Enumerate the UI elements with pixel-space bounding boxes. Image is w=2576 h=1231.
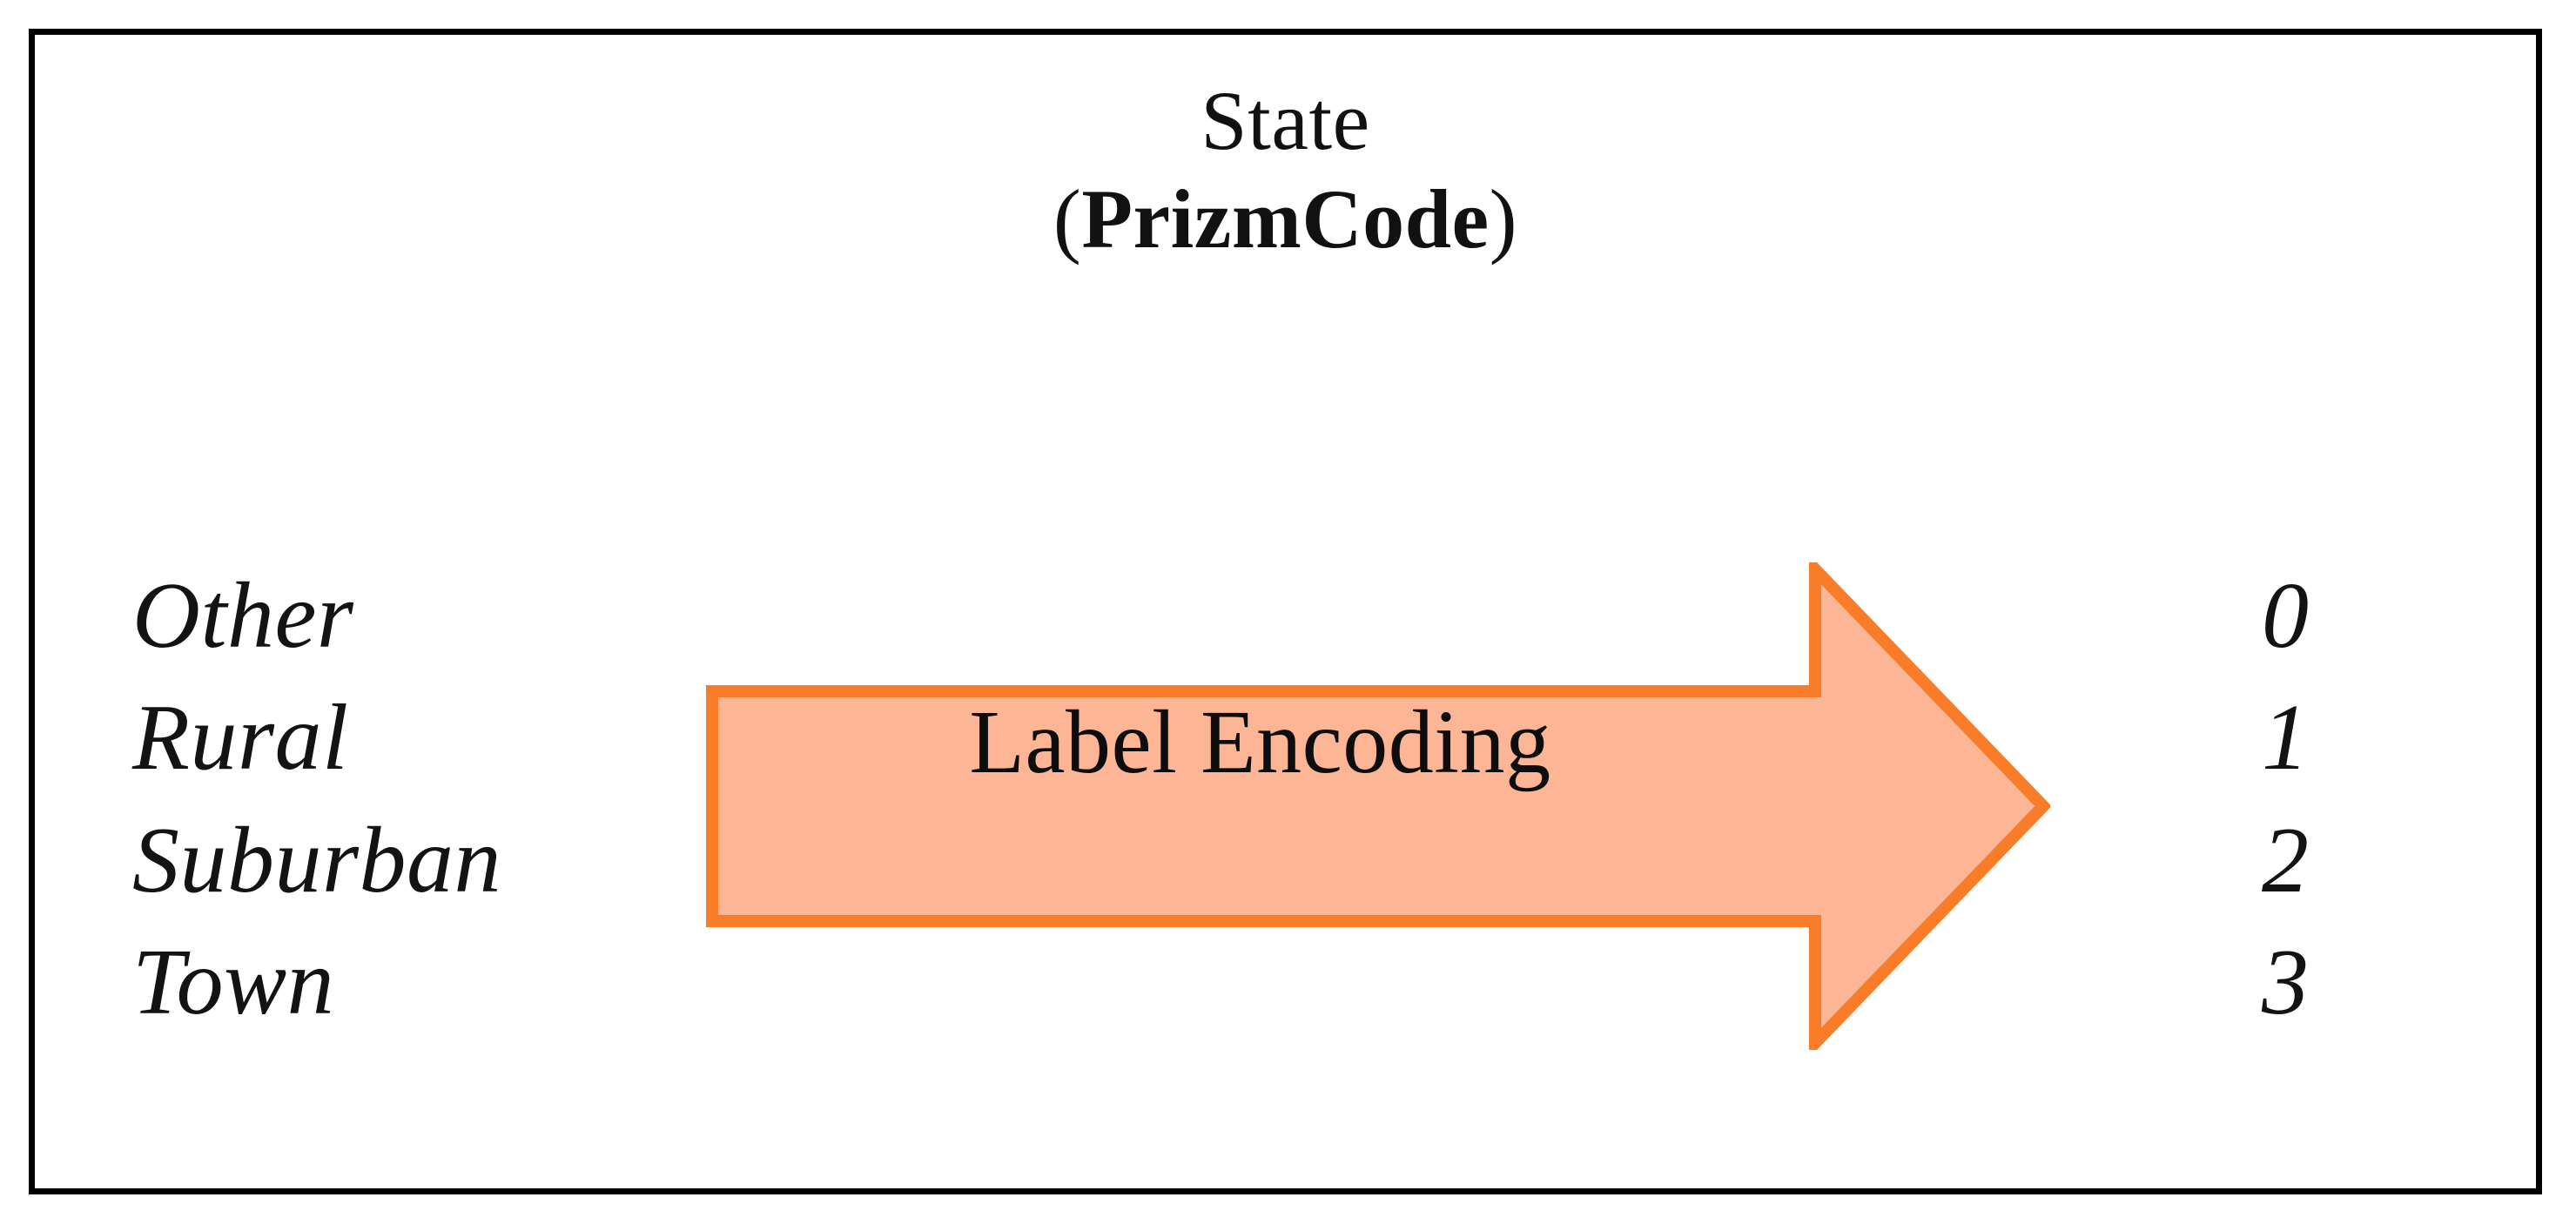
figure-frame: State (PrizmCode) Other Rural Suburban T… bbox=[29, 29, 2542, 1194]
title-paren-open: ( bbox=[1053, 172, 1082, 266]
title-column-name: PrizmCode bbox=[1081, 172, 1490, 266]
arrow-label: Label Encoding bbox=[969, 691, 1551, 792]
title-primary: State bbox=[1201, 74, 1370, 167]
list-item: Rural bbox=[132, 686, 349, 790]
list-item: 1 bbox=[2262, 686, 2309, 790]
list-item: Town bbox=[132, 931, 335, 1035]
encoded-value-list: 0 1 2 3 bbox=[2185, 555, 2385, 1045]
title-paren-close: ) bbox=[1489, 172, 1518, 266]
arrow-shape bbox=[706, 562, 2050, 1050]
list-item: 0 bbox=[2262, 564, 2309, 668]
list-item: Other bbox=[132, 564, 354, 668]
right-arrow-icon bbox=[706, 562, 2050, 1050]
title-secondary: (PrizmCode) bbox=[35, 170, 2536, 268]
list-item: 2 bbox=[2262, 808, 2309, 912]
source-value-list: Other Rural Suburban Town bbox=[132, 555, 794, 1045]
list-item: 3 bbox=[2262, 931, 2309, 1035]
label-encoding-arrow: Label Encoding bbox=[705, 562, 2050, 1050]
figure-title: State (PrizmCode) bbox=[35, 71, 2536, 269]
list-item: Suburban bbox=[132, 808, 502, 912]
